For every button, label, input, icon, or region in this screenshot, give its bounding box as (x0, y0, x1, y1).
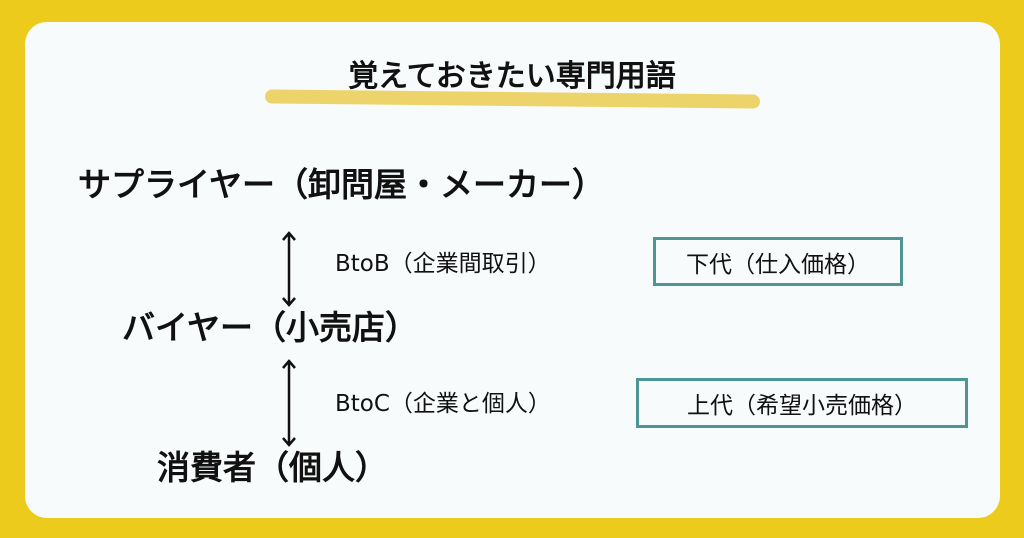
buyer-label: バイヤー（小売店） (122, 308, 419, 347)
double-arrow-icon (282, 231, 296, 307)
btob-label: BtoB（企業間取引） (335, 251, 551, 277)
supplier-label: サプライヤー（卸問屋・メーカー） (78, 165, 606, 204)
retail-price-label: 上代（希望小売価格） (687, 393, 917, 419)
double-arrow-icon (282, 359, 296, 447)
retail-price-box: 上代（希望小売価格） (636, 378, 968, 428)
page-title: 覚えておきたい専門用語 (348, 59, 676, 94)
wholesale-price-label: 下代（仕入価格） (686, 251, 870, 278)
wholesale-price-box: 下代（仕入価格） (653, 237, 903, 286)
consumer-label: 消費者（個人） (157, 448, 388, 487)
btoc-label: BtoC（企業と個人） (335, 391, 551, 417)
